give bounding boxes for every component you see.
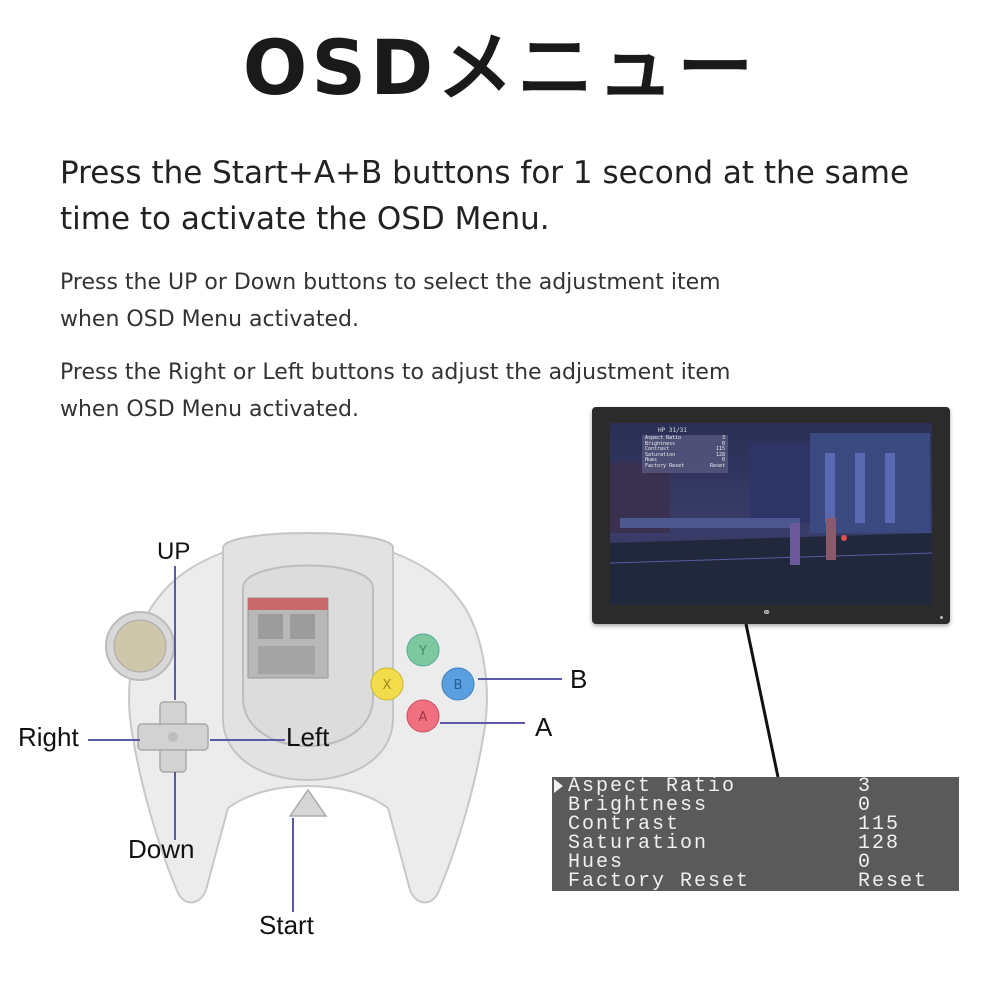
label-down: Down: [128, 834, 195, 864]
osd-item-aspect-ratio[interactable]: Aspect Ratio 3: [568, 775, 948, 798]
osd-item-label: Hues: [568, 851, 625, 874]
osd-item-label: Contrast: [568, 813, 681, 836]
osd-menu: Aspect Ratio 3 Brightness 0 Contrast 115…: [552, 775, 959, 893]
b-button: [441, 667, 475, 701]
x-button: [370, 667, 404, 701]
osd-item-factory-reset[interactable]: Factory Reset Reset: [568, 870, 948, 893]
osd-item-value: 3: [858, 775, 873, 798]
svg-text:B: B: [454, 678, 463, 693]
power-led: [940, 616, 943, 619]
osd-item-value: Reset: [858, 870, 929, 893]
osd-pointer-line: [744, 623, 780, 778]
label-left: Left: [286, 722, 330, 752]
osd-item-label: Factory Reset: [568, 870, 751, 893]
start-button-shape: [288, 788, 328, 817]
osd-item-value: 0: [858, 794, 873, 817]
osd-item-brightness[interactable]: Brightness 0: [568, 794, 948, 817]
hp-readout: HP 31/31: [658, 427, 687, 434]
adjust-instruction: Press the Right or Left buttons to adjus…: [60, 360, 731, 422]
osd-item-value: 115: [858, 813, 901, 836]
triangle-right-icon: [554, 779, 563, 793]
label-b: B: [570, 664, 588, 694]
svg-text:X: X: [383, 678, 392, 693]
osd-item-label: Brightness: [568, 794, 709, 817]
label-up: UP: [157, 538, 191, 565]
dpad: [137, 701, 209, 773]
activation-instruction: Press the Start+A+B buttons for 1 second…: [60, 155, 910, 237]
controller-image: Y X B A: [105, 532, 488, 904]
osd-item-label: Aspect Ratio: [568, 775, 737, 798]
osd-item-value: 128: [858, 832, 901, 855]
osd-item-saturation[interactable]: Saturation 128: [568, 832, 948, 855]
svg-text:A: A: [419, 710, 428, 725]
label-right: Right: [18, 722, 79, 752]
page-title: OSDメニュー: [242, 23, 758, 112]
select-instruction: Press the UP or Down buttons to select t…: [60, 270, 721, 332]
osd-item-label: Saturation: [568, 832, 709, 855]
a-button: [406, 699, 440, 733]
y-button: [406, 633, 440, 667]
label-start: Start: [259, 910, 314, 940]
osd-item-value: 0: [858, 851, 873, 874]
osd-item-hues[interactable]: Hues 0: [568, 851, 948, 874]
label-a: A: [535, 712, 553, 742]
osd-item-contrast[interactable]: Contrast 115: [568, 813, 948, 836]
svg-text:Y: Y: [418, 644, 427, 659]
link-rings-icon: ⚭: [762, 606, 772, 619]
